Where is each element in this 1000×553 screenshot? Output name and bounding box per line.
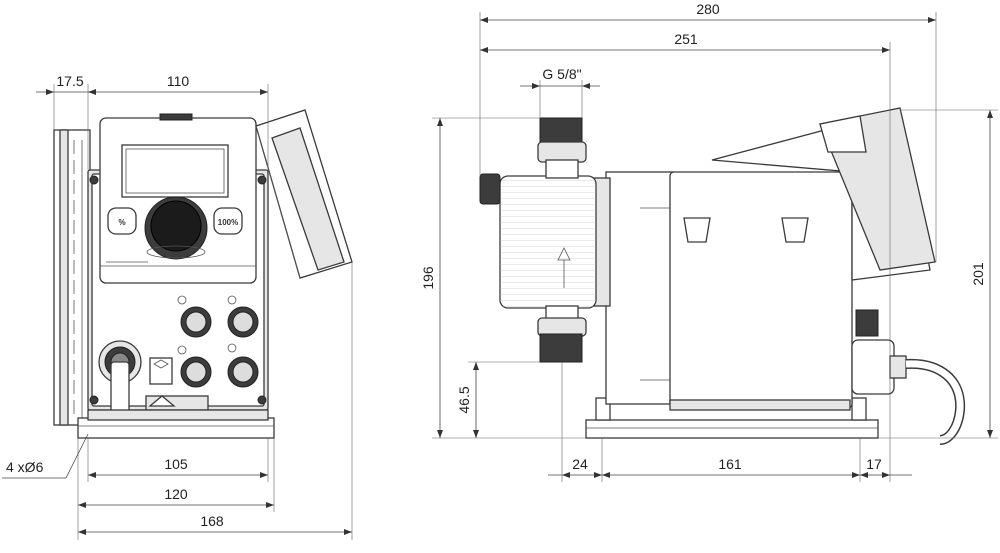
base-plate-front [77, 395, 275, 439]
front-view: % 100% [2, 73, 353, 540]
dim-rear-offset: 17 [860, 438, 912, 482]
signal-connectors [149, 295, 259, 388]
suction-connector-side [255, 109, 353, 279]
drive-housing [605, 171, 853, 411]
dim-label-port-thread: G 5/8" [542, 66, 581, 82]
display-screen [121, 144, 229, 198]
dim-label-280: 280 [696, 1, 720, 17]
dim-length-to-back: 251 [480, 31, 891, 438]
wall-bracket [53, 129, 91, 426]
dim-overall-height: 201 [878, 109, 998, 439]
dim-hole-spacing: 105 [87, 438, 269, 482]
dim-height-inlet: 46.5 [456, 361, 540, 438]
outlet-valve [537, 117, 587, 179]
dim-label-24: 24 [572, 456, 588, 472]
base-plate-side [585, 397, 879, 439]
dim-label-196: 196 [420, 266, 436, 290]
dim-label-46-5: 46.5 [456, 386, 472, 413]
dim-housing-width: 110 [87, 73, 269, 170]
dim-overall-width: 168 [77, 262, 353, 540]
percent-button: % [107, 207, 137, 235]
dim-label-holes: 4 xØ6 [6, 459, 44, 475]
dim-label-17-5: 17.5 [56, 73, 83, 89]
control-panel: % 100% [99, 113, 257, 284]
dim-label-161: 161 [718, 456, 742, 472]
dim-height-outlet: 196 [420, 117, 586, 439]
dim-base-length: 161 [602, 438, 861, 482]
dim-mounting-holes: 4 xØ6 [2, 433, 89, 479]
dim-base-width: 120 [77, 438, 275, 512]
dim-label-251: 251 [674, 31, 698, 47]
dim-label-110: 110 [167, 73, 190, 89]
dim-label-201: 201 [970, 262, 986, 286]
dim-port-thread: G 5/8" [520, 66, 600, 118]
inlet-valve [537, 305, 587, 363]
dim-wall-offset: 17.5 [36, 73, 90, 130]
full-stroke-button: 100% [213, 207, 243, 235]
dim-label-105: 105 [164, 456, 188, 472]
dosing-head [479, 173, 611, 309]
dim-overall-length: 280 [479, 1, 937, 262]
dim-label-17: 17 [866, 456, 882, 472]
cable-gland [98, 340, 142, 425]
svg-text:%: % [118, 218, 125, 227]
dim-label-168: 168 [200, 513, 224, 529]
svg-text:100%: 100% [218, 218, 238, 227]
rear-connectors [851, 309, 966, 445]
side-view: 280 251 G 5/8" 196 [420, 1, 998, 482]
control-unit-side [711, 107, 936, 281]
dim-label-120: 120 [164, 486, 188, 502]
